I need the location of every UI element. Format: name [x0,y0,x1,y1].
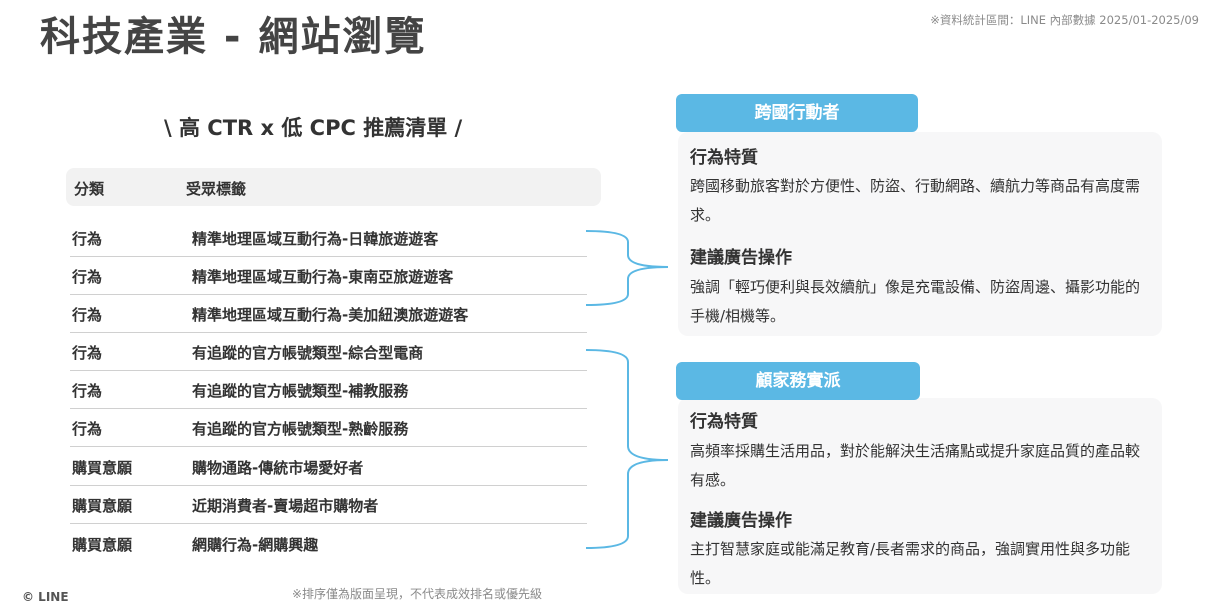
row-audience-tag: 有追蹤的官方帳號類型-綜合型電商 [192,344,424,362]
segment-1-trait-text: 跨國移動旅客對於方便性、防盜、行動網路、續航力等商品有高度需求。 [690,177,1141,224]
table-row: 行為 有追蹤的官方帳號類型-補教服務 [70,370,587,409]
page-title: 科技產業 - 網站瀏覽 [40,14,427,60]
segment-2-trait-text: 高頻率採購生活用品，對於能解決生活痛點或提升家庭品質的產品較有感。 [690,442,1141,489]
bracket-bottom [585,349,669,549]
row-audience-tag: 近期消費者-賣場超市購物者 [192,497,379,515]
table-header: 分類 受眾標籤 [66,168,601,206]
segment-card-1 [678,132,1162,336]
line-logo: © LINE [22,590,69,604]
segment-2-trait-heading: 行為特質 [690,412,758,432]
ranking-disclaimer: ※排序僅為版面呈現，不代表成效排名或優先級 [292,587,543,601]
table-row: 行為 有追蹤的官方帳號類型-綜合型電商 [70,332,587,371]
table-row: 購買意願 購物通路-傳統市場愛好者 [70,447,587,486]
row-audience-tag: 網購行為-網購興趣 [192,536,319,554]
row-audience-tag: 有追蹤的官方帳號類型-熟齡服務 [192,420,409,438]
segment-2-advice-heading: 建議廣告操作 [690,511,792,531]
row-audience-tag: 購物通路-傳統市場愛好者 [192,459,364,477]
table-row: 購買意願 網購行為-網購興趣 [70,524,587,562]
segment-1-trait-heading: 行為特質 [690,148,758,168]
row-category: 行為 [72,344,103,362]
row-category: 行為 [72,230,103,248]
row-category: 行為 [72,382,103,400]
segment-label-2: 顧家務實派 [676,362,920,400]
row-category: 行為 [72,306,103,324]
segment-1-advice-heading: 建議廣告操作 [690,248,792,268]
row-audience-tag: 精準地理區域互動行為-東南亞旅遊遊客 [192,268,454,286]
list-subtitle: \ 高 CTR x 低 CPC 推薦清單 / [164,116,463,140]
table-row: 購買意願 近期消費者-賣場超市購物者 [70,485,587,524]
table-row: 行為 精準地理區域互動行為-東南亞旅遊遊客 [70,256,587,295]
row-audience-tag: 有追蹤的官方帳號類型-補教服務 [192,382,409,400]
row-audience-tag: 精準地理區域互動行為-日韓旅遊遊客 [192,230,439,248]
row-category: 行為 [72,268,103,286]
segment-card-2 [678,398,1162,594]
row-audience-tag: 精準地理區域互動行為-美加紐澳旅遊遊客 [192,306,469,324]
row-category: 購買意願 [72,459,133,477]
data-source-note: ※資料統計區間：LINE 內部數據 2025/01-2025/09 [930,13,1199,27]
row-category: 購買意願 [72,536,133,554]
table-row: 行為 有追蹤的官方帳號類型-熟齡服務 [70,408,587,447]
row-category: 購買意願 [72,497,133,515]
column-header-category: 分類 [74,180,105,198]
segment-label-1: 跨國行動者 [676,94,918,132]
table-row: 行為 精準地理區域互動行為-日韓旅遊遊客 [70,218,587,257]
column-header-audience-tag: 受眾標籤 [186,180,247,198]
table-row: 行為 精準地理區域互動行為-美加紐澳旅遊遊客 [70,294,587,333]
bracket-top [585,230,669,306]
segment-1-advice-text: 強調「輕巧便利與長效續航」像是充電設備、防盜周邊、攝影功能的手機/相機等。 [690,278,1141,325]
row-category: 行為 [72,420,103,438]
segment-2-advice-text: 主打智慧家庭或能滿足教育/長者需求的商品，強調實用性與多功能性。 [690,540,1131,587]
